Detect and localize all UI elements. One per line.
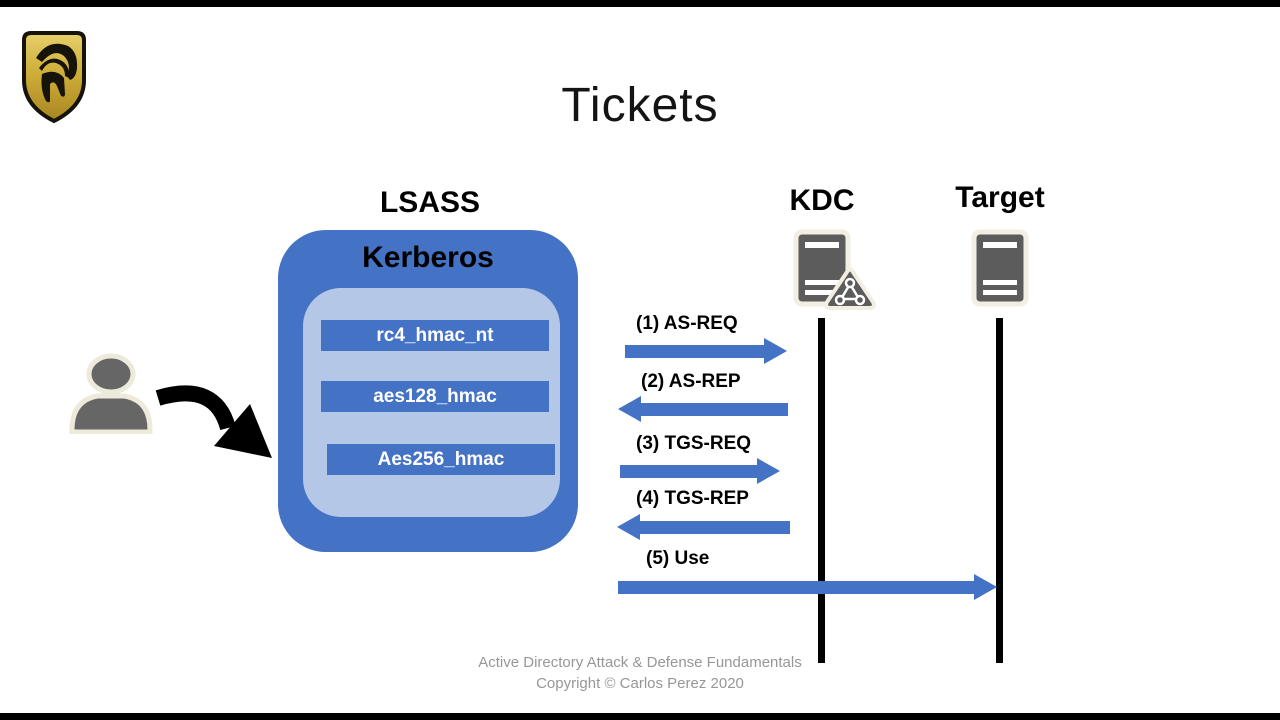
target-lifeline <box>996 318 1003 663</box>
msg-tgs-rep-arrowhead <box>617 514 640 540</box>
letterbox-top <box>0 0 1280 7</box>
kdc-server-icon <box>793 229 851 307</box>
lsass-kerberos-box: Kerberos rc4_hmac_nt aes128_hmac Aes256_… <box>278 230 578 552</box>
msg-tgs-req-label: (3) TGS-REQ <box>636 433 752 454</box>
msg-as-rep-label: (2) AS-REP <box>641 371 741 392</box>
msg-as-req-arrow <box>625 345 764 358</box>
msg-use-label: (5) Use <box>646 548 710 569</box>
target-label: Target <box>955 181 1045 214</box>
encryption-types-box: rc4_hmac_nt aes128_hmac Aes256_hmac <box>303 288 560 517</box>
footer-copyright: Copyright © Carlos Perez 2020 <box>536 675 744 692</box>
user-icon <box>69 353 153 434</box>
etype-aes256-bar: Aes256_hmac <box>327 444 555 475</box>
msg-as-req-label: (1) AS-REQ <box>636 313 738 334</box>
kerberos-title: Kerberos <box>362 241 494 274</box>
target-server-icon <box>971 229 1029 307</box>
msg-tgs-req-arrow <box>620 465 757 478</box>
user-to-kerberos-arrow <box>155 385 272 458</box>
kdc-lifeline <box>818 318 825 663</box>
msg-as-rep-arrowhead <box>618 396 641 422</box>
spartan-shield-logo-icon <box>22 31 86 124</box>
msg-use-arrowhead <box>974 574 997 600</box>
msg-use-arrow <box>618 581 974 594</box>
letterbox-bottom <box>0 713 1280 720</box>
msg-tgs-rep-arrow <box>640 521 790 534</box>
kdc-label: KDC <box>789 184 855 217</box>
msg-tgs-req-arrowhead <box>757 458 780 484</box>
etype-rc4-bar: rc4_hmac_nt <box>321 320 549 351</box>
page-title: Tickets <box>561 79 719 132</box>
etype-aes128-bar: aes128_hmac <box>321 381 549 412</box>
msg-as-req-arrowhead <box>764 338 787 364</box>
kdc-domain-badge-icon <box>824 267 876 310</box>
lsass-label: LSASS <box>379 186 481 219</box>
msg-as-rep-arrow <box>641 403 788 416</box>
msg-tgs-rep-label: (4) TGS-REP <box>636 488 749 509</box>
footer-course-title: Active Directory Attack & Defense Fundam… <box>478 654 802 671</box>
